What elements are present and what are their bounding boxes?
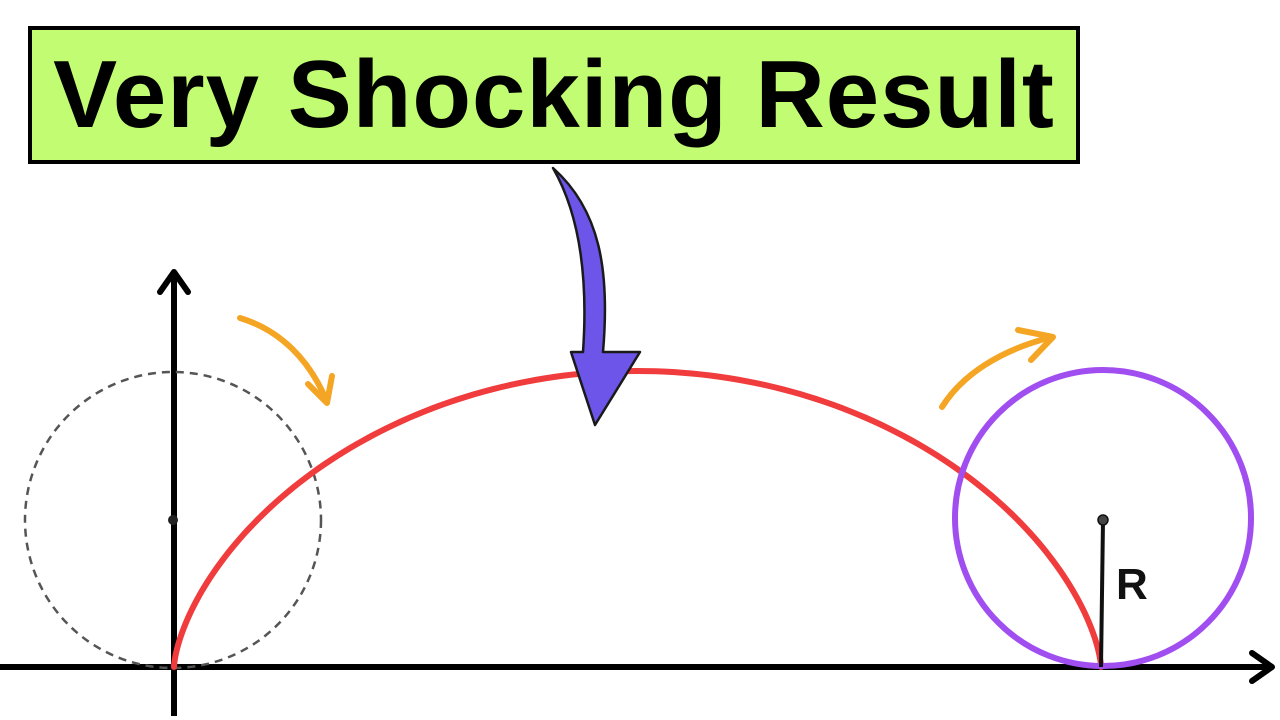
title-text: Very Shocking Result xyxy=(53,41,1055,148)
rotation-arrow-left xyxy=(237,315,335,406)
starting-circle-dashed xyxy=(23,370,323,670)
curved-pointer-arrow xyxy=(551,166,642,427)
title-banner: Very Shocking Result xyxy=(28,26,1080,164)
rolling-circle-center xyxy=(1097,514,1109,526)
starting-circle-center xyxy=(168,515,178,525)
cycloid-arch xyxy=(171,367,1104,670)
radius-label: R xyxy=(1116,560,1148,609)
x-axis xyxy=(0,650,1275,684)
y-axis xyxy=(157,269,191,716)
rotation-arrow-right xyxy=(939,327,1056,410)
radius-line xyxy=(1099,519,1105,668)
